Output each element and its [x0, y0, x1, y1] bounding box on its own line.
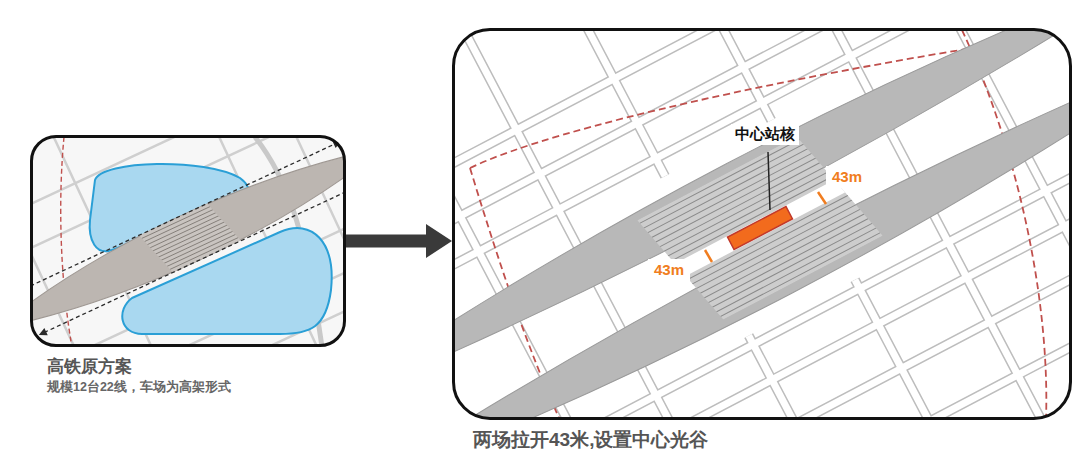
flow-arrow — [346, 235, 426, 248]
station-yard — [37, 181, 344, 339]
boundary-line — [962, 30, 1046, 419]
station-yard — [32, 144, 345, 333]
caption-heading: 高铁原方案 — [47, 356, 231, 379]
original-scheme-map — [32, 137, 345, 346]
dimension-text: 43m — [832, 168, 862, 186]
station-yard — [32, 137, 345, 346]
station-yard — [44, 187, 344, 332]
dimension-tick — [818, 192, 826, 204]
street-grid — [32, 137, 345, 346]
station-yard — [454, 30, 1071, 419]
street-grid — [454, 30, 1071, 419]
revised-scheme-map — [454, 30, 1071, 419]
station-yard — [454, 30, 1071, 419]
caption-heading: 两场拉开43米,设置中心光谷 — [473, 427, 708, 453]
street-grid — [454, 30, 1071, 419]
central-station-core — [728, 206, 793, 249]
caption-note: 规模12台22线，车场为高架形式 — [47, 379, 231, 396]
scheme-panel: 高铁原方案规模12台22线，车场为高架形式 — [30, 135, 346, 347]
station-yard — [632, 118, 888, 337]
scheme-panel: 两场拉开43米,设置中心光谷43m43m — [452, 28, 1072, 420]
dimension-tick — [705, 192, 826, 262]
panel-caption: 高铁原方案规模12台22线，车场为高架形式 — [47, 356, 231, 396]
street-grid — [32, 137, 345, 346]
station-yard — [32, 137, 345, 346]
callout-label: 中心站核 — [731, 124, 799, 145]
station-yard — [454, 30, 1071, 419]
station-yard — [134, 193, 247, 282]
station-yard — [635, 124, 886, 333]
station-yard — [32, 137, 343, 295]
street-grid — [32, 137, 345, 346]
station-yard — [32, 137, 345, 338]
dimension-text: 43m — [654, 261, 684, 279]
original-scheme-map — [32, 137, 345, 346]
dimension-tag: 43m — [648, 259, 690, 281]
panel-caption: 两场拉开43米,设置中心光谷 — [473, 427, 708, 453]
station-yard — [632, 118, 888, 337]
leader-line — [768, 152, 770, 210]
dimension-tag: 43m — [826, 166, 868, 188]
station-yard — [32, 144, 336, 289]
street-grid — [454, 30, 1071, 419]
station-yard — [635, 124, 852, 269]
dimension-tick — [705, 250, 712, 262]
station-yard — [136, 199, 244, 278]
station-yard — [134, 193, 247, 282]
boundary-line — [61, 137, 72, 346]
